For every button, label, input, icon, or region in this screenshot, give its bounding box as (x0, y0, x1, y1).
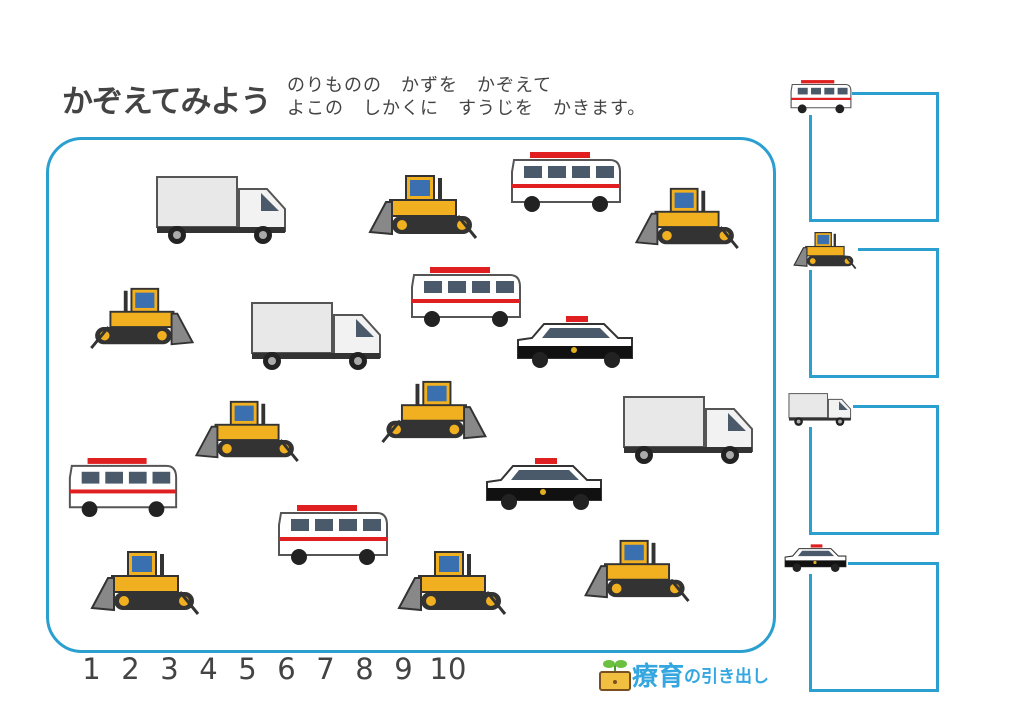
bulldozer-image (582, 537, 694, 603)
number: 2 (121, 652, 140, 686)
bulldozer-image (377, 378, 489, 444)
bulldozer-icon (793, 230, 858, 270)
truck-image (622, 395, 757, 465)
instructions: のりものの かずを かぞえて よこの しかくに すうじを かきます。 (287, 74, 646, 120)
number: 3 (160, 652, 179, 686)
worksheet-title: かぞえてみよう (62, 84, 271, 120)
number: 6 (277, 652, 296, 686)
ambulance-icon (790, 80, 852, 115)
logo-text-particle: の (684, 667, 702, 687)
brand-logo: 療育 の 引き出し (598, 656, 769, 693)
ambulance-image (510, 152, 622, 215)
police-car-image (514, 316, 636, 371)
number: 1 (82, 652, 101, 686)
police-car-icon (783, 544, 848, 574)
bulldozer-image (192, 398, 304, 463)
bulldozer-image (90, 548, 202, 616)
number: 10 (429, 652, 467, 686)
ambulance-image (67, 458, 179, 520)
police-car-image (483, 458, 605, 513)
number: 9 (394, 652, 413, 686)
number: 4 (199, 652, 218, 686)
instruction-line: のりものの かずを かぞえて (287, 75, 553, 96)
bulldozer-image (397, 548, 509, 616)
bulldozer-image (632, 185, 744, 250)
instruction-line: よこの しかくに すうじを かきます。 (287, 98, 647, 119)
sprout-drawer-icon (599, 659, 631, 691)
answer-box-truck[interactable] (809, 405, 939, 535)
bulldozer-image (368, 172, 480, 240)
logo-text-main: 療育 (632, 662, 685, 692)
answer-box-police-car[interactable] (809, 562, 939, 692)
truck-icon (788, 392, 853, 427)
truck-image (155, 175, 290, 245)
bulldozer-image (85, 285, 197, 350)
number: 5 (238, 652, 257, 686)
answer-box-ambulance[interactable] (809, 92, 939, 222)
logo-text-rest: 引き出し (701, 667, 770, 687)
ambulance-image (410, 267, 522, 330)
number-line: 1 2 3 4 5 6 7 8 9 10 (72, 652, 473, 686)
ambulance-image (277, 505, 389, 568)
answer-box-bulldozer[interactable] (809, 248, 939, 378)
truck-image (250, 300, 385, 372)
counting-area-frame (46, 137, 776, 653)
number: 8 (355, 652, 374, 686)
number: 7 (316, 652, 335, 686)
